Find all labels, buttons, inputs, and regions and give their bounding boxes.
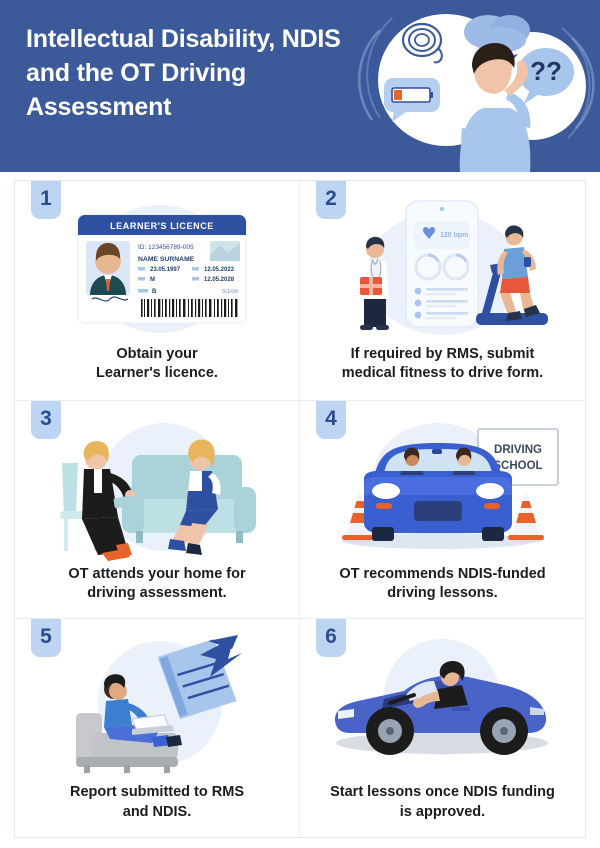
step-caption-2: If required by RMS, submit medical fitne… xyxy=(328,345,557,384)
step-illustration-1: LEARNER'S LICENCE ID: 123456789-005 NAME… xyxy=(15,195,299,343)
step-caption-5: Report submitted to RMS and NDIS. xyxy=(56,783,258,822)
step-illustration-6 xyxy=(300,633,585,781)
svg-text:NAME SURNAME: NAME SURNAME xyxy=(138,256,195,263)
tangled-thread-icon xyxy=(401,22,443,64)
step-cell-1[interactable]: 1 LEARNER'S LICENCE ID: 123456789- xyxy=(15,181,300,400)
person-figure xyxy=(459,42,531,172)
step-caption-6-line2: is approved. xyxy=(399,803,486,820)
step-caption-1-line2: Learner's licence. xyxy=(96,365,218,382)
step-number-badge-3: 3 xyxy=(31,400,61,439)
step-number-badge-6: 6 xyxy=(316,619,346,658)
svg-text:M: M xyxy=(150,277,155,283)
page-title: Intellectual Disability, NDIS and the OT… xyxy=(26,25,341,121)
person-with-laptop xyxy=(104,674,182,748)
sign-line1: DRIVING xyxy=(494,444,542,456)
steps-grid: 1 LEARNER'S LICENCE ID: 123456789- xyxy=(14,180,586,838)
therapist-figure xyxy=(82,440,135,561)
low-battery-icon xyxy=(384,78,440,122)
step-caption-4-line2: driving lessons. xyxy=(387,585,498,602)
svg-text:ID: 123456789-005: ID: 123456789-005 xyxy=(138,244,194,251)
svg-text:LEARNER'S LICENCE: LEARNER'S LICENCE xyxy=(110,221,214,231)
traffic-cone-right xyxy=(507,490,544,543)
sign-line2: SCHOOL xyxy=(493,460,542,472)
step-illustration-2: 120 bpm xyxy=(300,195,585,343)
svg-text:12.05.2028: 12.05.2028 xyxy=(204,277,235,283)
doctor-figure xyxy=(359,236,389,330)
step-caption-2-line1: If required by RMS, submit xyxy=(350,346,535,362)
step-illustration-3 xyxy=(15,415,299,563)
step-caption-5-line2: and NDIS. xyxy=(122,803,192,820)
heart-rate-value: 120 bpm xyxy=(440,232,468,239)
step-caption-2-line2: medical fitness to drive form. xyxy=(341,365,544,382)
svg-text:12.05.2022: 12.05.2022 xyxy=(204,267,235,273)
step-caption-6-line1: Start lessons once NDIS funding xyxy=(330,784,555,801)
step-cell-6[interactable]: 6 xyxy=(300,618,585,837)
header-illustration: ?? xyxy=(350,0,600,172)
question-marks-bubble: ?? xyxy=(518,48,574,104)
step-number-badge-1: 1 xyxy=(31,181,61,219)
step-cell-4[interactable]: 4 DRIVING SCHOOL xyxy=(300,399,585,619)
step-caption-1-line1: Obtain your xyxy=(116,346,198,362)
runner-figure xyxy=(496,225,540,321)
client-figure xyxy=(168,439,221,555)
svg-text:??: ?? xyxy=(530,56,562,86)
step-cell-3[interactable]: 3 xyxy=(15,399,300,619)
svg-text:B: B xyxy=(152,289,157,295)
step-illustration-5 xyxy=(15,633,299,781)
svg-text:5(14)8: 5(14)8 xyxy=(222,289,238,295)
step-caption-1: Obtain your Learner's licence. xyxy=(82,345,232,384)
blue-car-front xyxy=(363,442,512,541)
driver-figure xyxy=(412,661,468,710)
step-number-badge-4: 4 xyxy=(316,400,346,439)
document-send-icon xyxy=(157,635,242,720)
step-caption-3-line2: driving assessment. xyxy=(87,585,227,602)
step-illustration-4: DRIVING SCHOOL xyxy=(300,415,585,563)
step-caption-5-line1: Report submitted to RMS xyxy=(70,784,244,801)
step-cell-2[interactable]: 2 120 bpm xyxy=(300,181,585,400)
step-caption-3-line1: OT attends your home for xyxy=(68,565,246,582)
step-number-badge-2: 2 xyxy=(316,181,346,219)
header-banner: Intellectual Disability, NDIS and the OT… xyxy=(0,0,600,172)
step-caption-6: Start lessons once NDIS funding is appro… xyxy=(316,783,569,822)
step-caption-3: OT attends your home for driving assessm… xyxy=(54,565,259,604)
step-cell-5[interactable]: 5 xyxy=(15,618,300,837)
step-caption-4: OT recommends NDIS-funded driving lesson… xyxy=(325,565,559,604)
step-caption-4-line1: OT recommends NDIS-funded xyxy=(339,565,546,582)
svg-text:23.05.1997: 23.05.1997 xyxy=(150,267,181,273)
step-number-badge-5: 5 xyxy=(31,619,61,658)
